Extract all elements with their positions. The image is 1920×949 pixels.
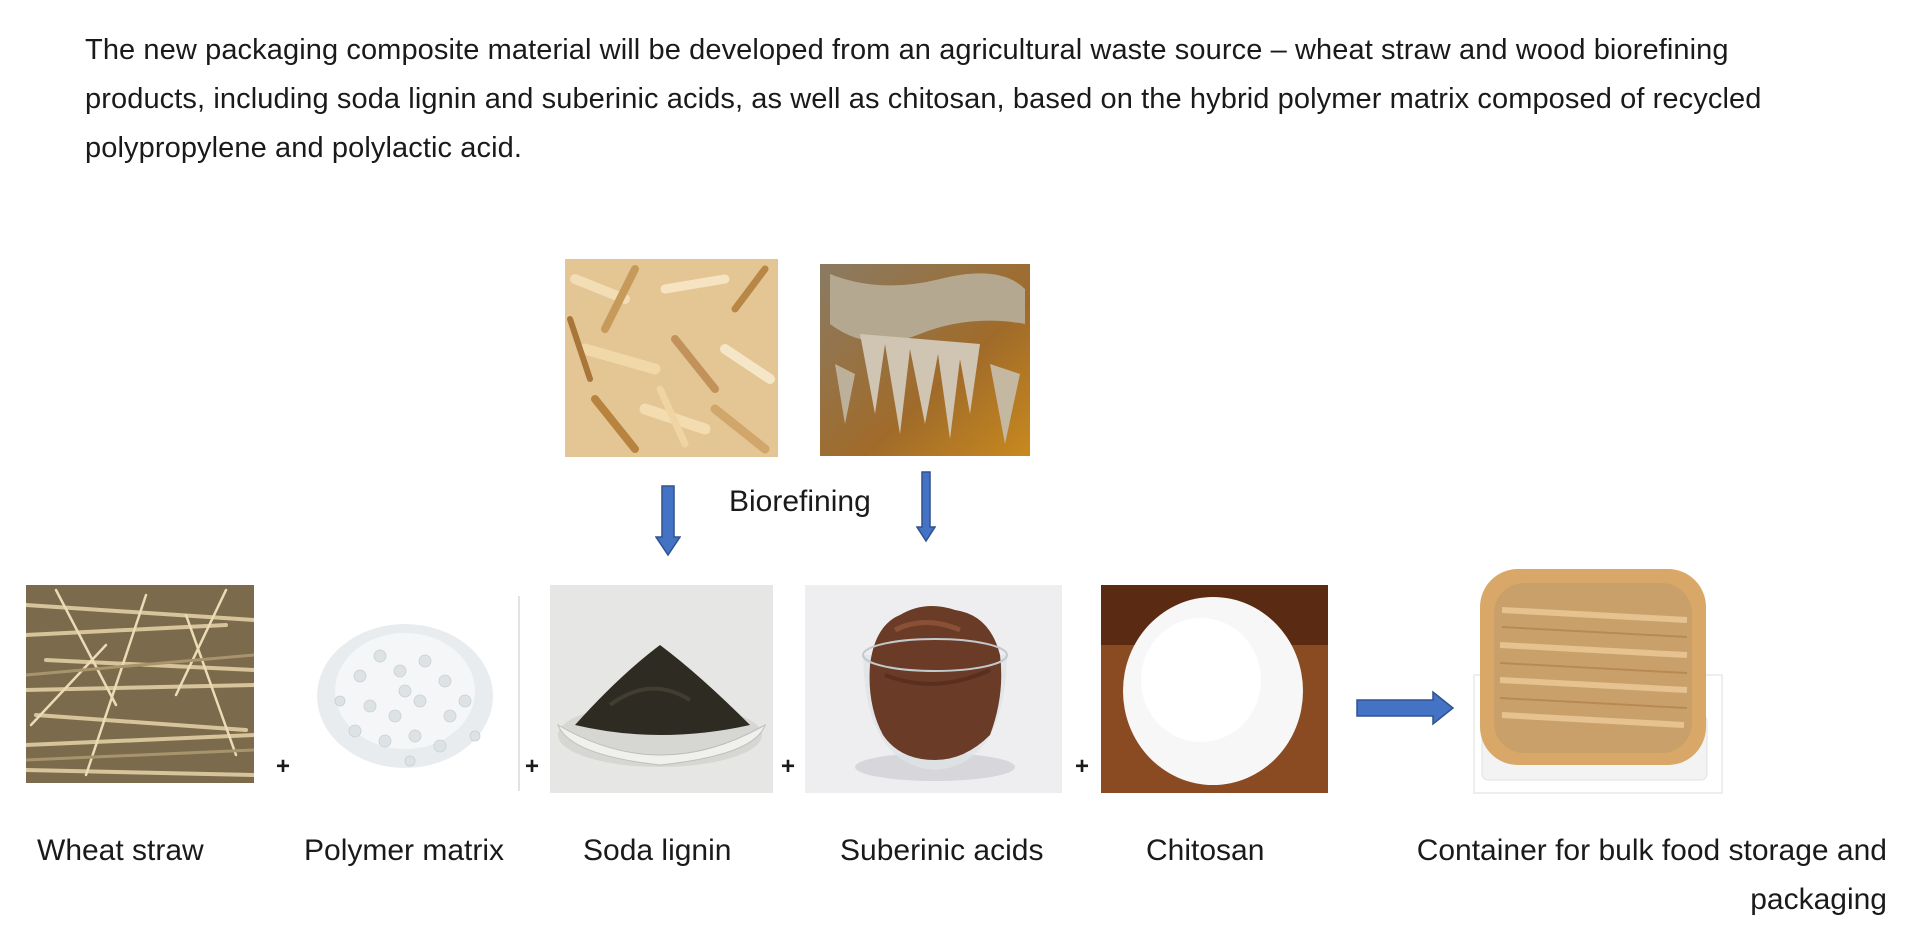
wheat-straw-photo bbox=[26, 585, 254, 783]
right-arrow-icon bbox=[1355, 690, 1455, 726]
label-wheat-straw: Wheat straw bbox=[37, 834, 204, 867]
down-arrow-left-icon bbox=[655, 485, 681, 557]
wooden-container-photo bbox=[1472, 565, 1724, 795]
label-container-product: Container for bulk food storage and pack… bbox=[1416, 834, 1887, 916]
intro-paragraph: The new packaging composite material wil… bbox=[85, 34, 1762, 164]
label-suberinic-acids: Suberinic acids bbox=[840, 834, 1044, 867]
polymer-granules-photo bbox=[300, 596, 515, 782]
birch-bark-photo bbox=[820, 264, 1030, 456]
down-arrow-right-icon bbox=[916, 471, 936, 543]
separator-line bbox=[518, 596, 520, 791]
label-soda-lignin: Soda lignin bbox=[583, 834, 732, 867]
label-polymer-matrix: Polymer matrix bbox=[304, 834, 505, 867]
plus-sign-3: + bbox=[781, 753, 796, 780]
soda-lignin-powder-photo bbox=[550, 585, 773, 793]
biorefining-label: Biorefining bbox=[729, 485, 871, 518]
plus-sign-4: + bbox=[1075, 753, 1090, 780]
plus-sign-1: + bbox=[276, 753, 291, 780]
suberinic-acids-bowl-photo bbox=[805, 585, 1062, 793]
label-chitosan: Chitosan bbox=[1146, 834, 1265, 867]
wood-chips-photo bbox=[565, 259, 778, 457]
plus-sign-2: + bbox=[525, 753, 540, 780]
chitosan-powder-photo bbox=[1101, 585, 1328, 793]
